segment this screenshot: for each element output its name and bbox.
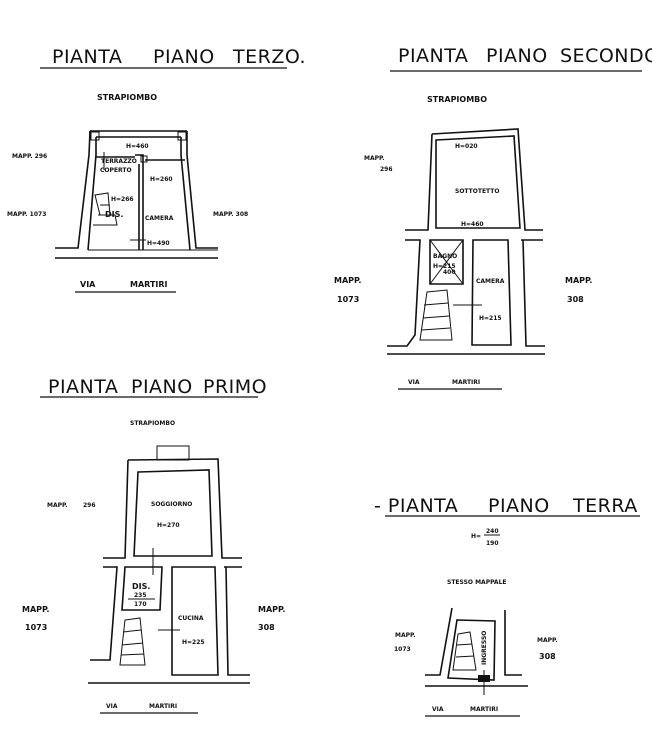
title-word: PIANO xyxy=(488,495,550,517)
neighbor-label: MAPP. 296 xyxy=(12,153,47,160)
title-word: - PIANTA xyxy=(374,495,458,517)
height-label: H=020 xyxy=(455,143,478,150)
neighbor-label: 308 xyxy=(567,295,584,304)
neighbor-label: 1073 xyxy=(25,623,47,632)
neighbor-label: MAPP. xyxy=(364,155,385,162)
height-label: H=215 xyxy=(479,315,502,322)
height-label: H=266 xyxy=(111,196,134,203)
room-label: TERRAZZO xyxy=(101,158,137,165)
neighbor-label: MAPP. xyxy=(565,276,592,285)
neighbor-label: 308 xyxy=(258,623,275,632)
building-outline xyxy=(425,607,528,695)
street-label: MARTIRI xyxy=(130,280,168,289)
neighbor-label: MAPP. xyxy=(395,632,416,639)
neighbor-label: MAPP. xyxy=(334,276,361,285)
height-label: H=260 xyxy=(150,176,173,183)
building-outline xyxy=(55,130,218,259)
plan-terzo: PIANTA PIANO TERZO. STRAPIOMBO H=460 TE xyxy=(7,46,306,293)
title-word: SECONDO xyxy=(560,45,652,67)
title-word: PIANO xyxy=(486,45,548,67)
street-label: MARTIRI xyxy=(452,379,480,386)
room-label: DIS. xyxy=(105,210,123,219)
street-label: VIA xyxy=(106,703,118,710)
height-label: H=270 xyxy=(157,522,180,529)
top-label: STRAPIOMBO xyxy=(97,93,157,102)
top-label: STRAPIOMBO xyxy=(130,420,175,427)
room-label: DIS. xyxy=(132,582,150,591)
title-word: PIANTA xyxy=(398,45,468,67)
neighbor-label: MAPP. 308 xyxy=(213,211,248,218)
neighbor-label: 296 xyxy=(380,166,393,173)
neighbor-label: 1073 xyxy=(394,646,411,653)
room-label: SOTTOTETTO xyxy=(455,188,499,195)
plan-secondo: PIANTA PIANO SECONDO STRAPIOMBO H=020 SO… xyxy=(334,45,652,390)
title-word: TERZO. xyxy=(232,46,306,68)
room-label: COPERTO xyxy=(100,167,132,174)
neighbor-label: 308 xyxy=(539,652,556,661)
street-label: VIA xyxy=(80,280,96,289)
title-word: PIANO xyxy=(153,46,215,68)
room-label: CUCINA xyxy=(178,615,204,622)
neighbor-label: 1073 xyxy=(337,295,359,304)
neighbor-label: MAPP. xyxy=(22,605,49,614)
building-outline xyxy=(387,128,545,355)
plan-terra: - PIANTA PIANO TERRA H= 240 190 STESSO M… xyxy=(374,495,640,717)
title-word: PIANTA xyxy=(52,46,122,68)
plan-primo: PIANTA PIANO PRIMO STRAPIOMBO SOGGIORNO … xyxy=(22,376,285,714)
room-label: CAMERA xyxy=(476,278,505,285)
title-word: PIANO xyxy=(131,376,193,398)
height-label: H= xyxy=(471,533,481,540)
top-label: STESSO MAPPALE xyxy=(447,579,507,586)
neighbor-label: MAPP. 1073 xyxy=(7,211,46,218)
title-word: PRIMO xyxy=(203,376,267,398)
title-word: PIANTA xyxy=(48,376,118,398)
height-label: 235 xyxy=(134,592,147,599)
height-label: H=460 xyxy=(461,221,484,228)
height-label: H=215 xyxy=(433,263,456,270)
room-label: CAMERA xyxy=(145,215,174,222)
neighbor-label: MAPP. xyxy=(258,605,285,614)
room-label: SOGGIORNO xyxy=(151,501,192,508)
height-label: H=490 xyxy=(147,240,170,247)
room-label: BAGNO xyxy=(433,253,457,260)
room-label: INGRESSO xyxy=(481,631,488,665)
neighbor-label: MAPP. xyxy=(47,502,68,509)
neighbor-label: MAPP. xyxy=(537,637,558,644)
height-label: 240 xyxy=(486,528,499,535)
street-label: MARTIRI xyxy=(149,703,177,710)
street-label: MARTIRI xyxy=(470,706,498,713)
height-label: H=225 xyxy=(182,639,205,646)
height-label: 170 xyxy=(134,601,147,608)
street-label: VIA xyxy=(432,706,444,713)
neighbor-label: 296 xyxy=(83,502,96,509)
building-outline xyxy=(88,445,250,684)
title-word: TERRA xyxy=(572,495,638,517)
height-label: 190 xyxy=(486,540,499,547)
height-label: H=460 xyxy=(126,143,149,150)
top-label: STRAPIOMBO xyxy=(427,95,487,104)
height-label: 400 xyxy=(443,269,456,276)
street-label: VIA xyxy=(408,379,420,386)
